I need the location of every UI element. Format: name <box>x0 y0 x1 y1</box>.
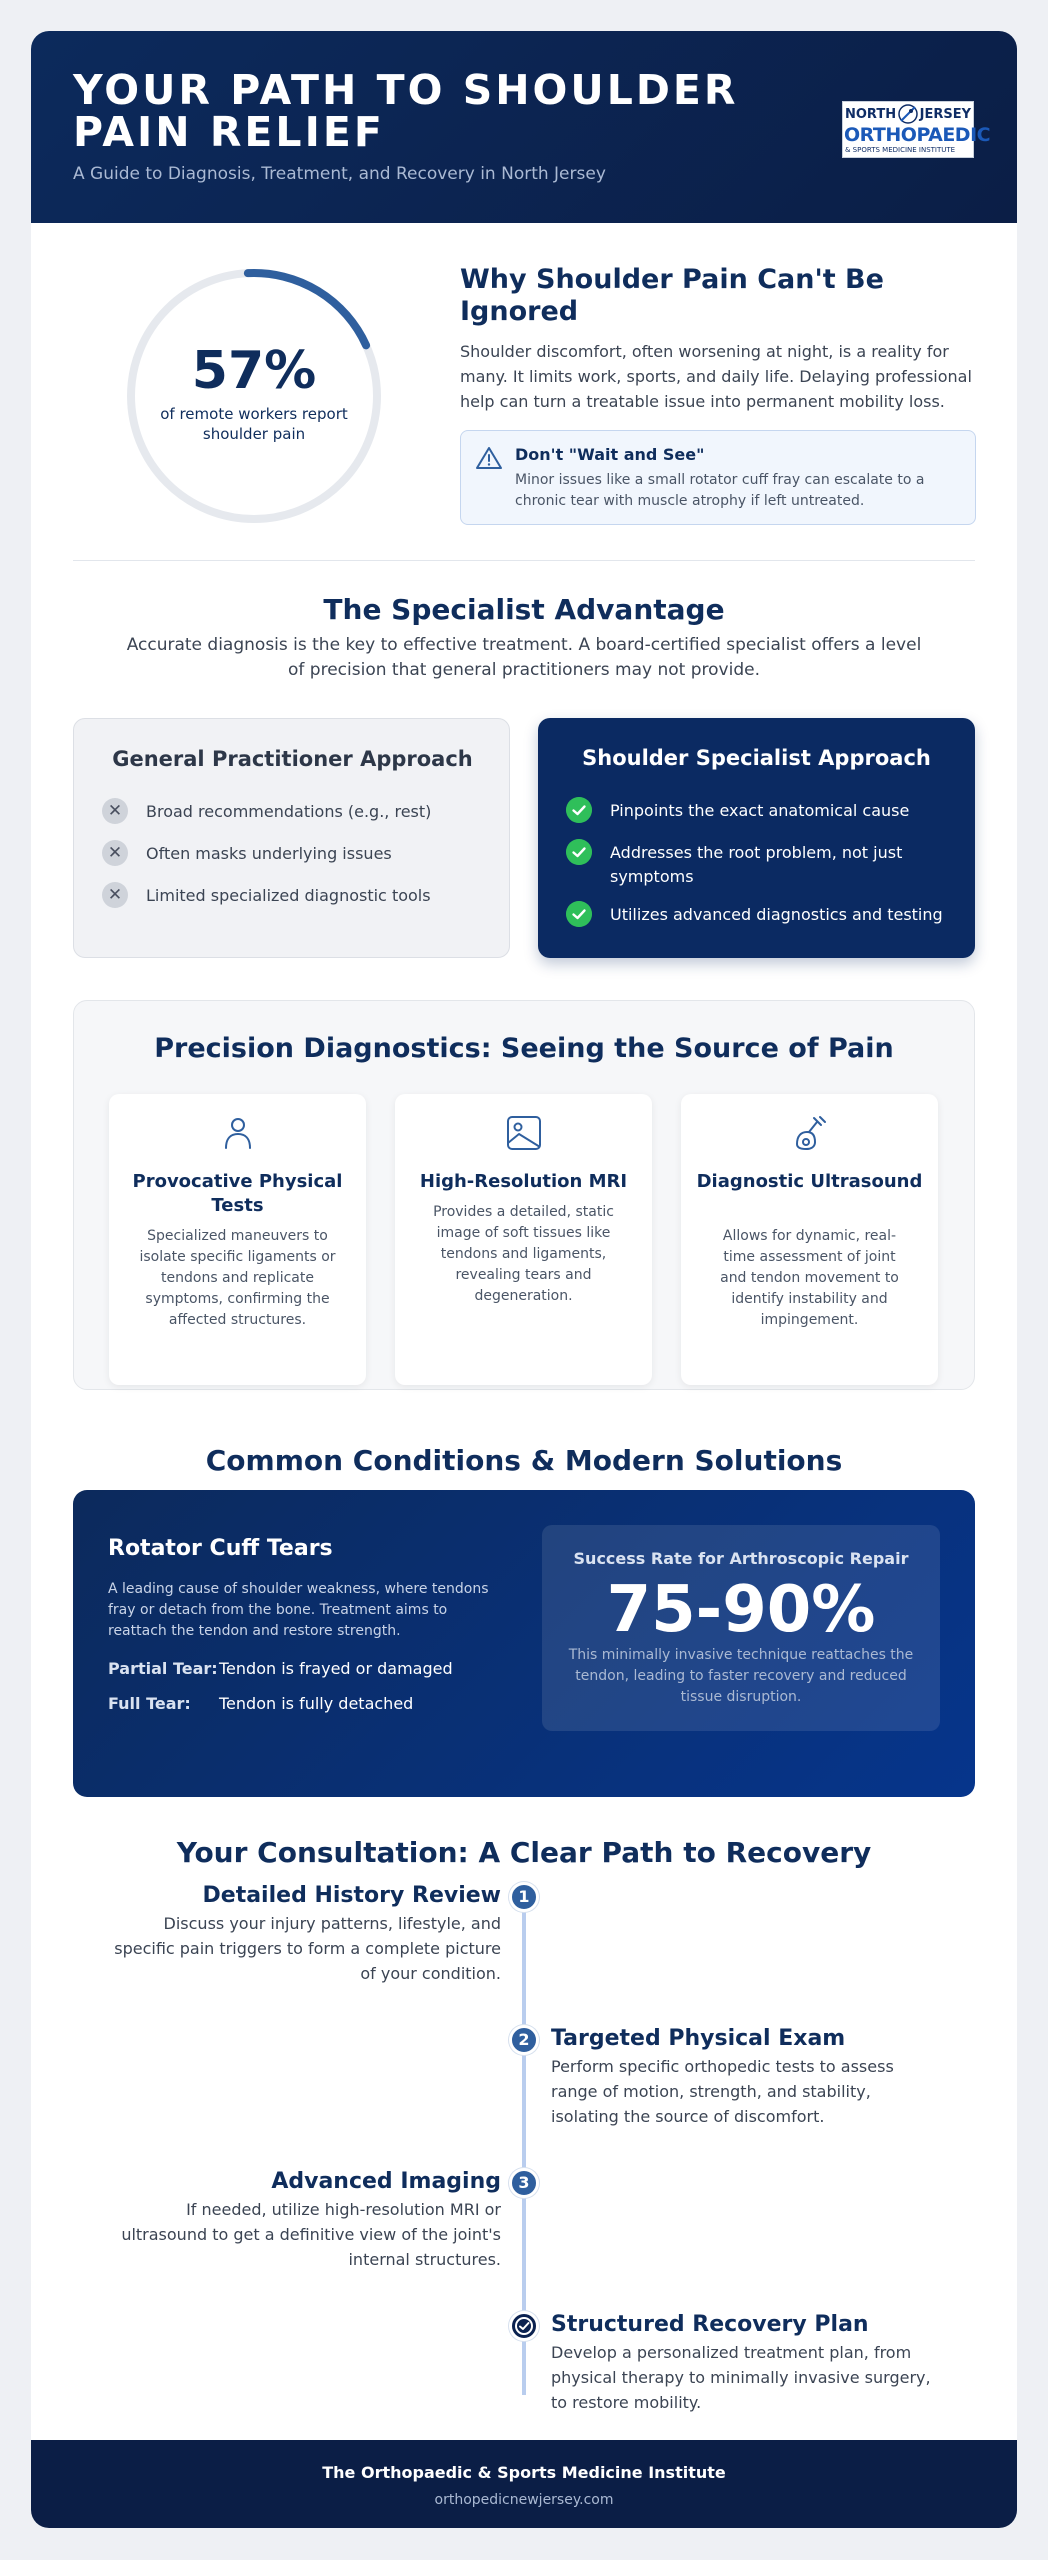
condition-row-label: Full Tear: <box>108 1694 191 1713</box>
timeline-step-marker: 2 <box>509 2025 539 2055</box>
x-icon: ✕ <box>102 882 128 908</box>
diagnostic-card-title: Diagnostic Ultrasound <box>696 1171 923 1192</box>
x-icon: ✕ <box>102 840 128 866</box>
x-icon: ✕ <box>102 798 128 824</box>
diagnostic-card-body: Allows for dynamic, real-time assessment… <box>720 1228 899 1328</box>
sp-item-text: Addresses the root problem, not just sym… <box>610 843 903 886</box>
why-title: Why Shoulder Pain Can't Be Ignored <box>460 264 884 327</box>
callout-body: Minor issues like a small rotator cuff f… <box>515 472 925 509</box>
footer-org-name: The Orthopaedic & Sports Medicine Instit… <box>322 2463 726 2482</box>
diagnostic-card-body: Specialized maneuvers to isolate specifi… <box>139 1228 336 1328</box>
logo-text-orthopaedic: ORTHOPAEDIC <box>844 124 991 146</box>
rotator-cuff-card: Rotator Cuff Tears A leading cause of sh… <box>73 1490 975 1797</box>
timeline-step-title: Detailed History Review <box>202 1883 501 1908</box>
wait-and-see-callout: Don't "Wait and See" Minor issues like a… <box>460 430 976 525</box>
stat-value: 57% <box>191 341 317 401</box>
condition-row-value: Tendon is frayed or damaged <box>219 1659 453 1678</box>
condition-row-value: Tendon is fully detached <box>219 1694 414 1713</box>
check-circle-icon <box>566 901 592 927</box>
timeline-line <box>522 1891 526 2395</box>
gp-approach-card: General Practitioner Approach ✕ Broad re… <box>73 718 510 958</box>
condition-body: A leading cause of shoulder weakness, wh… <box>108 1581 489 1639</box>
conditions-section-title: Common Conditions & Modern Solutions <box>205 1444 843 1477</box>
timeline-step-title: Advanced Imaging <box>271 2169 501 2194</box>
stat-caption: of remote workers report shoulder pain <box>160 405 348 443</box>
check-circle-icon <box>566 797 592 823</box>
diagnostic-card-body: Provides a detailed, static image of sof… <box>433 1204 614 1304</box>
specialist-approach-card: Shoulder Specialist Approach Pinpoints t… <box>538 718 975 958</box>
infographic-page: Your Path to Shoulder Pain Relief A Guid… <box>31 31 1017 2528</box>
success-rate-description: This minimally invasive technique reatta… <box>568 1647 914 1705</box>
success-rate-label: Success Rate for Arthroscopic Repair <box>573 1549 909 1568</box>
why-body: Shoulder discomfort, often worsening at … <box>460 342 972 411</box>
timeline-step-marker: 1 <box>509 1882 539 1912</box>
diagnostic-card-mri: High-Resolution MRI Provides a detailed,… <box>395 1094 652 1385</box>
image-icon <box>507 1116 541 1150</box>
diagnostic-card-title: High-Resolution MRI <box>419 1171 628 1192</box>
timeline-step-body: Discuss your injury patterns, lifestyle,… <box>114 1914 501 1983</box>
ultrasound-probe-icon <box>795 1116 826 1151</box>
sp-card-title: Shoulder Specialist Approach <box>582 746 931 770</box>
institute-logo[interactable]: NORTH JERSEY ORTHOPAEDIC & SPORTS MEDICI… <box>842 101 991 158</box>
condition-row-label: Partial Tear: <box>108 1659 218 1678</box>
timeline-step-title: Targeted Physical Exam <box>551 2026 846 2051</box>
timeline-step-title: Structured Recovery Plan <box>551 2312 869 2337</box>
gp-card-title: General Practitioner Approach <box>112 747 473 771</box>
callout-title: Don't "Wait and See" <box>515 445 705 464</box>
check-circle-icon <box>566 839 592 865</box>
consultation-section-title: Your Consultation: A Clear Path to Recov… <box>176 1836 872 1869</box>
success-rate-value: 75-90% <box>606 1573 876 1647</box>
person-icon <box>225 1118 251 1149</box>
section-divider <box>73 560 975 561</box>
gp-item-text: Broad recommendations (e.g., rest) <box>146 802 432 821</box>
logo-mark-icon <box>898 104 918 124</box>
diagnostics-title: Precision Diagnostics: Seeing the Source… <box>154 1033 894 1064</box>
stat-gauge-ring <box>127 269 381 523</box>
timeline-step-marker: 3 <box>509 2168 539 2198</box>
page-subtitle: A Guide to Diagnosis, Treatment, and Rec… <box>73 164 606 184</box>
gp-item-text: Often masks underlying issues <box>146 844 392 863</box>
gp-item-text: Limited specialized diagnostic tools <box>146 886 431 905</box>
page-title: Your Path to Shoulder Pain Relief <box>73 66 739 156</box>
specialist-section-subtitle: Accurate diagnosis is the key to effecti… <box>126 635 922 680</box>
header-banner: Your Path to Shoulder Pain Relief A Guid… <box>31 31 1017 223</box>
footer: The Orthopaedic & Sports Medicine Instit… <box>31 2440 1017 2528</box>
diagnostic-card-physical-tests: Provocative Physical Tests Specialized m… <box>109 1094 366 1385</box>
check-circle-icon <box>515 2317 533 2335</box>
gauge-arc <box>243 269 371 350</box>
warning-icon <box>476 447 502 469</box>
timeline-step-body: Develop a personalized treatment plan, f… <box>551 2343 931 2412</box>
sp-item-text: Pinpoints the exact anatomical cause <box>610 801 910 820</box>
timeline-step-body: If needed, utilize high-resolution MRI o… <box>121 2200 501 2269</box>
logo-text-north: NORTH <box>845 107 897 122</box>
sp-item-text: Utilizes advanced diagnostics and testin… <box>610 905 943 924</box>
diagnostic-card-title: Provocative Physical Tests <box>132 1171 343 1216</box>
timeline-step-body: Perform specific orthopedic tests to ass… <box>551 2057 894 2126</box>
logo-text-institute: & SPORTS MEDICINE INSTITUTE <box>845 146 956 154</box>
condition-title: Rotator Cuff Tears <box>108 1536 333 1561</box>
check-icon <box>509 2311 539 2341</box>
diagnostic-card-ultrasound: Diagnostic Ultrasound Allows for dynamic… <box>681 1094 938 1385</box>
success-rate-box: Success Rate for Arthroscopic Repair 75-… <box>542 1525 940 1731</box>
footer-website-link[interactable]: orthopedicnewjersey.com <box>434 2492 614 2508</box>
specialist-section-title: The Specialist Advantage <box>323 593 725 626</box>
logo-text-jersey: JERSEY <box>919 107 971 122</box>
